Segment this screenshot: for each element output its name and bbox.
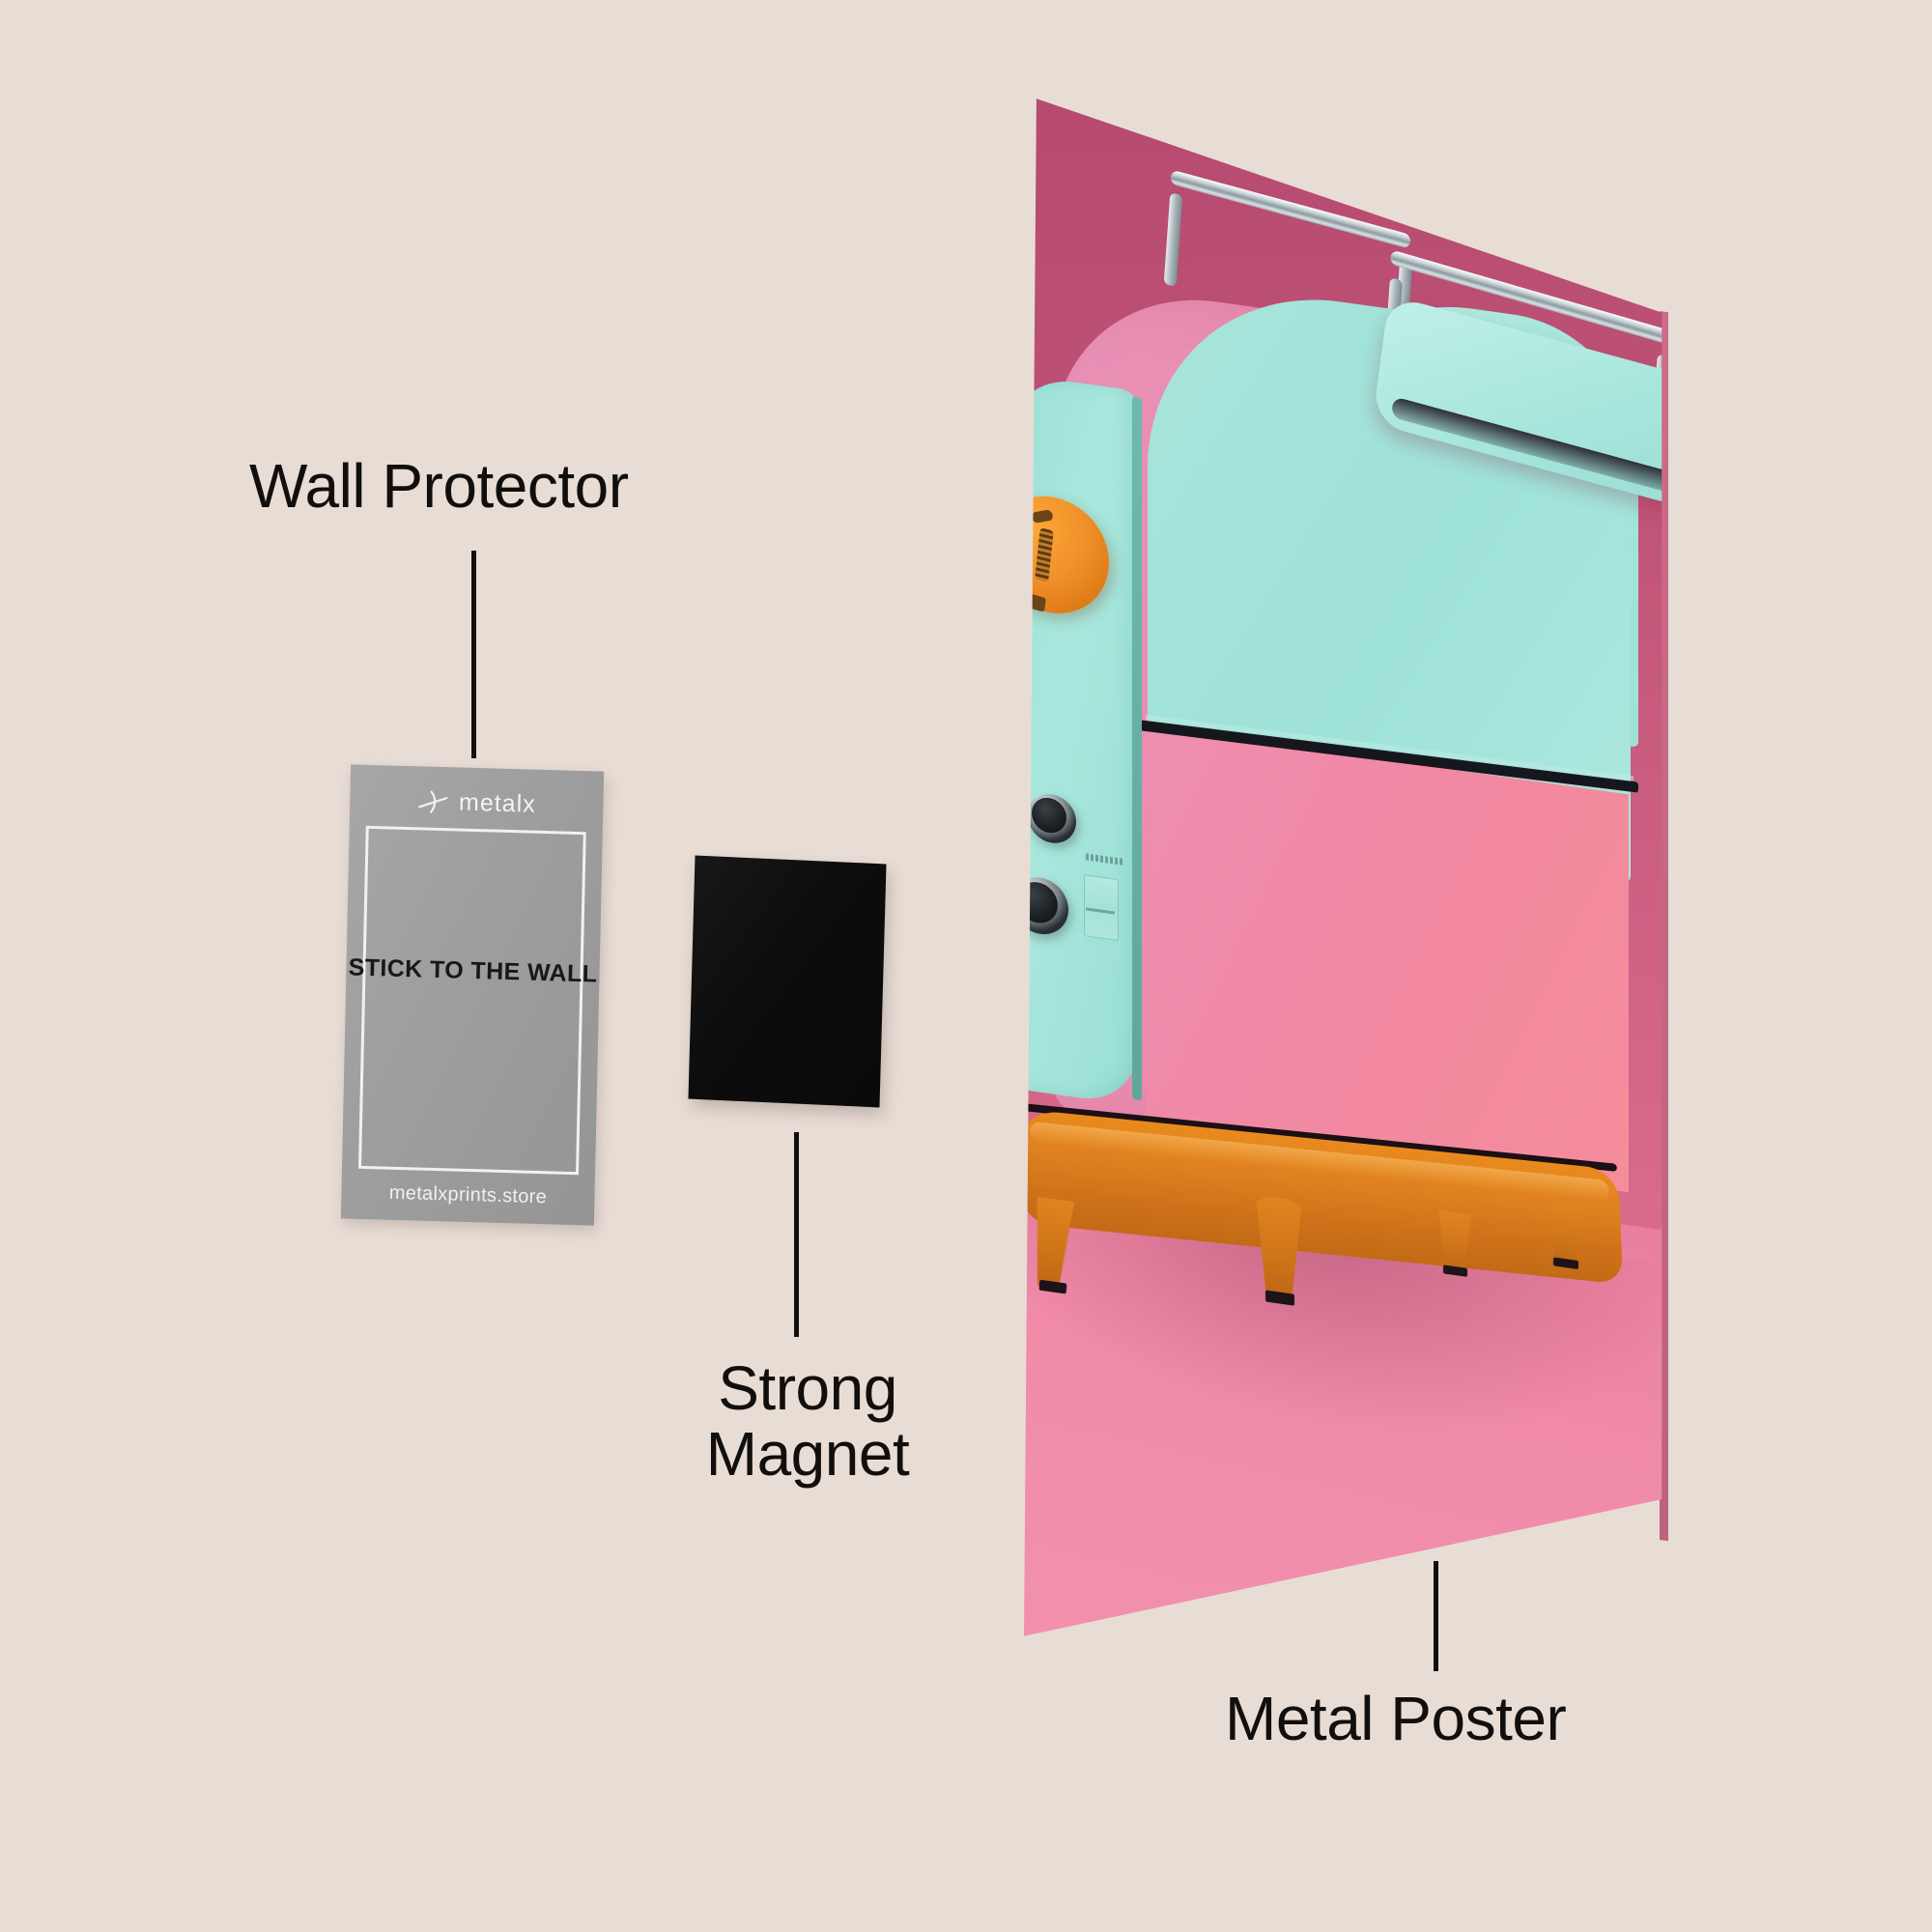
metalx-wordmark: metalx [458,788,536,818]
rocker-switch [1084,874,1119,942]
handle-leg-right-1 [1393,253,1413,356]
appliance-control-panel [1024,373,1138,1106]
dial-tab [1024,592,1046,612]
orange-dial [1024,488,1109,621]
metalx-cross-icon [417,790,448,813]
strong-magnet-square [688,855,887,1108]
store-url-text: metalxprints.store [388,1181,548,1208]
callout-label-wall-protector: Wall Protector [249,451,629,521]
base-leg-3-tip [1443,1264,1467,1277]
appliance-pink-shell [1053,278,1604,1187]
base-leg-4 [1544,1202,1588,1267]
control-knob-2 [1024,873,1068,938]
appliance-seam-highlight [1145,715,1634,781]
base-leg-1-tip [1038,1279,1067,1294]
magnet-gloss [688,855,887,1108]
base-leg-1 [1024,1196,1082,1291]
control-knob-1 [1028,790,1076,846]
dial-slot-grille [1035,527,1054,582]
appliance-mint-top [1291,283,1638,748]
appliance-seam [1135,719,1639,793]
base-leg-3 [1434,1209,1476,1275]
appliance-mint-face [1148,274,1631,884]
base-highlight [1029,1121,1610,1203]
leader-line-wall-protector [471,551,476,758]
wall-protector-card: metalx STICK TO THE WALL metalxprints.st… [340,764,605,1226]
metalx-logo: metalx [350,785,604,820]
dial-nub [1030,509,1055,524]
callout-label-metal-poster: Metal Poster [1225,1684,1567,1753]
base-leg-2-tip [1265,1290,1294,1306]
orange-base [1024,1108,1624,1285]
leader-line-strong-magnet [794,1132,799,1337]
card-inner-frame [357,825,586,1176]
callout-label-strong-magnet: Strong Magnet [705,1353,910,1489]
base-leg-4-tip [1553,1257,1578,1270]
artwork-floor-shadow [1024,1170,1662,1598]
metal-poster-panel [1024,99,1662,1636]
handle-leg-left-1 [1163,192,1183,287]
chrome-handle-2 [1389,249,1662,345]
appliance-lid [1372,295,1662,506]
base-leg-2 [1250,1193,1308,1301]
appliance-panel-edge [1132,396,1142,1101]
chrome-handle-1 [1170,169,1411,249]
rocker-switch-line [1086,907,1115,915]
control-knob-1-cap [1032,795,1066,836]
control-knob-2-cap [1024,879,1058,926]
poster-artwork [1024,99,1662,1636]
appliance-lid-slot [1381,298,1505,389]
handle-leg-right-2 [1650,354,1662,462]
leader-line-metal-poster [1434,1561,1438,1671]
appliance-lower-pink [1146,726,1629,1193]
appliance-lid-shadow [1390,396,1662,497]
poster-right-edge [1660,311,1668,1542]
panel-micro-text [1086,853,1122,866]
base-top-edge [1024,1103,1617,1172]
artwork-wall [1024,99,1662,1269]
handle-leg-left-2 [1384,277,1403,362]
artwork-floor [1024,1137,1662,1636]
